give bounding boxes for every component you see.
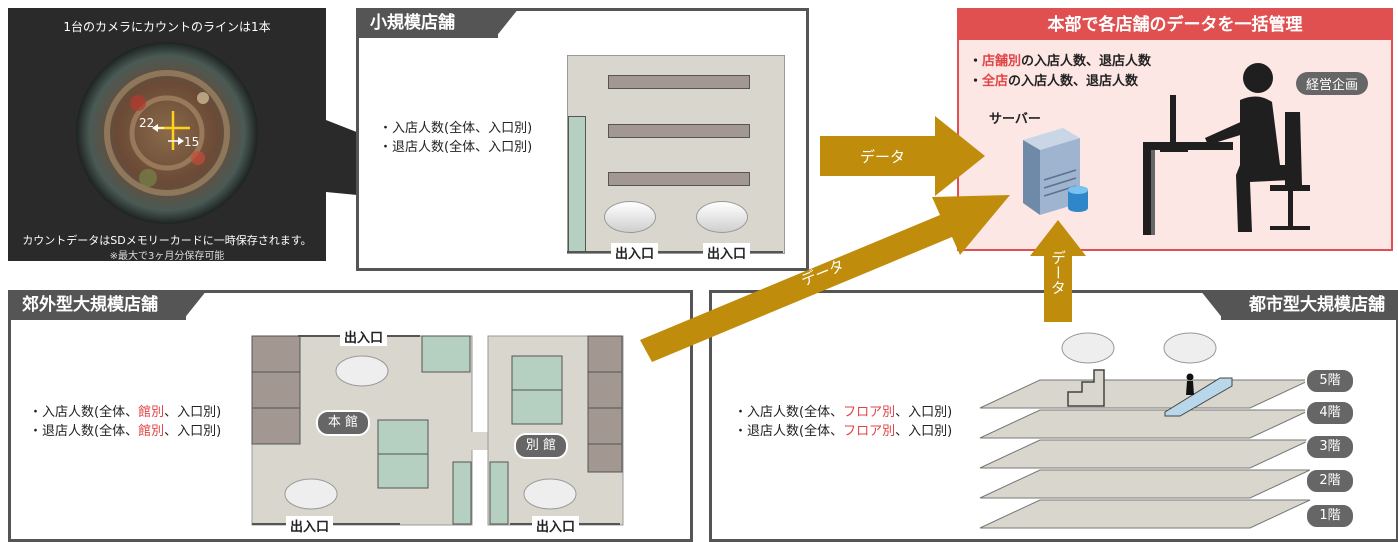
- bullet-text: 、入口別): [164, 424, 222, 439]
- urban-store-bullets: ・入店人数(全体、フロア別、入口別) ・退店人数(全体、フロア別、入口別): [734, 403, 952, 441]
- count-in-value: 22: [139, 116, 155, 130]
- bullet-highlight: フロア別: [843, 424, 896, 439]
- shelf: [608, 124, 750, 138]
- small-store-bullet: ・退店人数(全体、入口別): [379, 140, 533, 155]
- entrance-label-top: 出入口: [340, 327, 388, 346]
- camera-icon: [604, 201, 656, 233]
- floor-5-label: 5階: [1305, 368, 1355, 394]
- small-store-entrance-label: 出入口: [611, 243, 659, 262]
- bullet-text: 、入口別): [895, 424, 953, 439]
- hq-bullets: ・店舗別の入店人数、退店人数 ・全店の入店人数、退店人数: [969, 52, 1151, 92]
- hq-bullet-text: の入店人数、退店人数: [1021, 54, 1152, 69]
- data-arrow-diagonal: [640, 195, 1010, 362]
- shelf: [608, 172, 750, 186]
- hq-title: 本部で各店舗のデータを一括管理: [959, 10, 1391, 40]
- bullet-highlight: 館別: [138, 405, 165, 420]
- bullet-mark: ・: [969, 54, 983, 69]
- entrance-label-bottom-right: 出入口: [532, 516, 580, 535]
- count-out-value: 15: [184, 135, 200, 149]
- server-icon: [1023, 128, 1088, 215]
- floor-layer-3: [979, 439, 1311, 469]
- suburban-store-title: 郊外型大規模店舗: [8, 290, 186, 320]
- bullet-text: 、入口別): [164, 405, 222, 420]
- person-at-desk-icon: [1143, 63, 1310, 235]
- small-store-panel: 小規模店舗 ・入店人数(全体、入口別) ・退店人数(全体、入口別) 出入口 出入…: [356, 8, 809, 271]
- annex-label: 別 館: [514, 433, 568, 459]
- floor-layer-2: [979, 469, 1311, 499]
- small-store-title: 小規模店舗: [356, 8, 498, 38]
- bullet-mark: ・: [969, 74, 983, 89]
- stairs-icon: [1067, 369, 1105, 407]
- hq-bullet-highlight: 全店: [982, 74, 1009, 89]
- tab-corner: [495, 8, 519, 38]
- entrance-label-bottom-left: 出入口: [286, 516, 334, 535]
- bullet-text: ・入店人数(全体、: [29, 405, 139, 420]
- floor-2-label: 2階: [1305, 468, 1355, 494]
- tab-corner: [183, 290, 207, 320]
- escalator-icon: [1164, 377, 1233, 417]
- tab-corner: [1200, 290, 1224, 320]
- camera-panel-title: 1台のカメラにカウントのラインは1本: [63, 20, 271, 34]
- data-arrow-top-label: データ: [860, 148, 906, 166]
- small-store-entrance-label: 出入口: [703, 243, 751, 262]
- floor-4-label: 4階: [1305, 400, 1355, 426]
- floor-1-label: 1階: [1305, 503, 1355, 529]
- data-arrow-vertical-label: データ: [1049, 250, 1067, 295]
- bullet-text: ・退店人数(全体、: [734, 424, 844, 439]
- camera-icon: [696, 201, 748, 233]
- bullet-text: ・退店人数(全体、: [29, 424, 139, 439]
- planning-label: 経営企画: [1296, 72, 1369, 95]
- floor-layer-1: [979, 499, 1311, 529]
- floor-layer-4: [979, 409, 1311, 439]
- small-store-floor-plan: [567, 55, 785, 254]
- data-arrow-top: [820, 116, 985, 196]
- small-store-bullet: ・入店人数(全体、入口別): [379, 121, 533, 136]
- bullet-text: ・入店人数(全体、: [734, 405, 844, 420]
- suburban-store-bullets: ・入店人数(全体、館別、入口別) ・退店人数(全体、館別、入口別): [29, 403, 221, 441]
- floor-3-label: 3階: [1305, 434, 1355, 460]
- fisheye-view: [76, 42, 258, 224]
- server-label: サーバー: [989, 112, 1041, 127]
- camera-panel-note: カウントデータはSDメモリーカードに一時保存されます。: [22, 234, 312, 247]
- data-arrow-vertical: [1030, 220, 1086, 322]
- small-store-bullets: ・入店人数(全体、入口別) ・退店人数(全体、入口別): [379, 119, 532, 157]
- camera-panel: 1台のカメラにカウントのラインは1本 22 15 カウントデータはSDメモリーカ…: [8, 8, 326, 262]
- hq-bullet-highlight: 店舗別: [982, 54, 1022, 69]
- entrance-line: [567, 251, 783, 253]
- shelf: [608, 75, 750, 89]
- bullet-highlight: 館別: [138, 424, 165, 439]
- camera-panel-subnote: ※最大で3ヶ月分保存可能: [109, 251, 225, 262]
- main-building-label: 本 館: [316, 410, 370, 436]
- hq-bullet-text: の入店人数、退店人数: [1008, 74, 1139, 89]
- bullet-highlight: フロア別: [843, 405, 896, 420]
- urban-store-title: 都市型大規模店舗: [1221, 290, 1398, 320]
- bullet-text: 、入口別): [895, 405, 953, 420]
